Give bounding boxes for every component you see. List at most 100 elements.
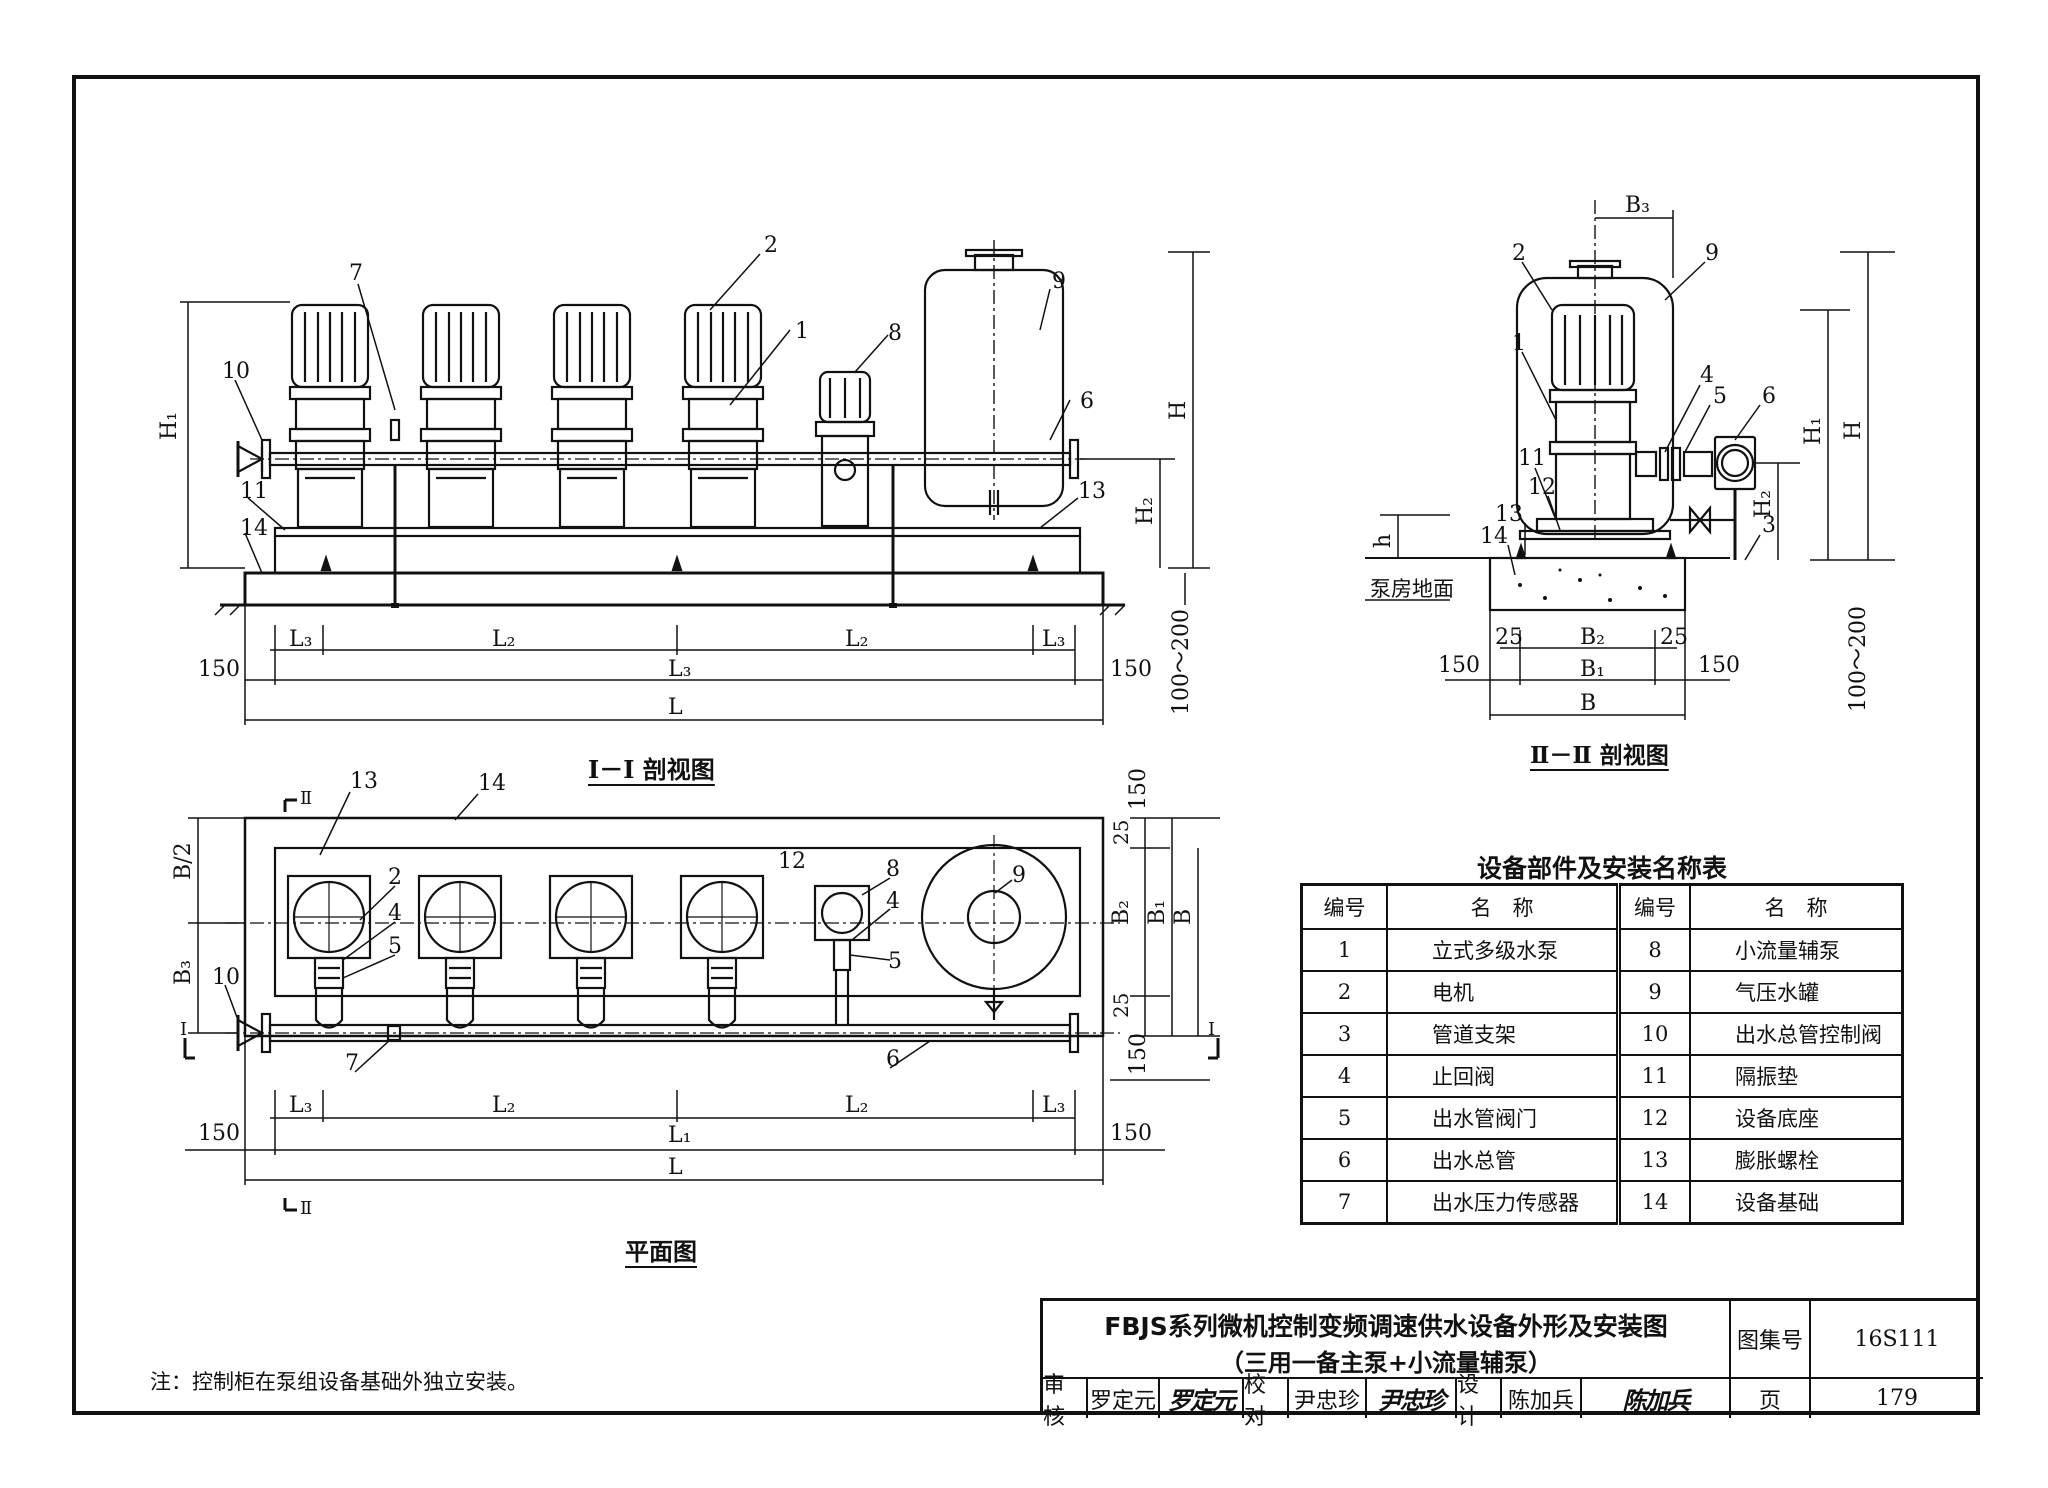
- plan-dim-l1: L₁: [668, 1123, 691, 1148]
- installation-note: 注：控制柜在泵组设备基础外独立安装。: [150, 1370, 528, 1394]
- cell-name: 出水总管: [1386, 1138, 1620, 1182]
- plan-dim-l: L: [668, 1155, 683, 1180]
- side-callout-13: 13: [1495, 502, 1523, 527]
- plan-section-mark-ii-top: Ⅱ: [300, 788, 312, 809]
- design-label: 设计: [1457, 1373, 1502, 1430]
- cell-no-2: 14: [1616, 1180, 1691, 1225]
- plan-view: [183, 791, 1220, 1212]
- side-callout-14: 14: [1480, 524, 1508, 549]
- side-callout-1: 1: [1512, 331, 1526, 356]
- front-dim-base: 100～200: [1169, 609, 1194, 715]
- cell-no-2: 8: [1616, 928, 1691, 972]
- front-pressure-tank: [923, 240, 1065, 520]
- check-label: 校对: [1244, 1373, 1289, 1430]
- front-dim-l3-right: L₃: [1042, 627, 1065, 652]
- plan-pressure-tank: [920, 835, 1068, 1020]
- plan-dim-25-top: 25: [1109, 820, 1133, 845]
- front-callout-6: 6: [1080, 389, 1094, 414]
- side-dim-b3: B₃: [1625, 193, 1650, 218]
- checker-signature: 尹忠珍: [1367, 1379, 1457, 1418]
- side-foundation: [1488, 556, 1687, 612]
- checker-name: 尹忠珍: [1289, 1379, 1367, 1418]
- plan-dim-b: B: [1171, 909, 1196, 925]
- side-dim-h1: H₁: [1801, 417, 1826, 445]
- plan-section-mark-i-left: Ⅰ: [180, 1019, 187, 1040]
- front-pump-2: [419, 303, 503, 529]
- reviewer-name: 罗定元: [1088, 1379, 1160, 1418]
- front-callout-13: 13: [1078, 479, 1106, 504]
- plan-callout-5: 5: [388, 934, 402, 959]
- cell-no-2: 10: [1616, 1012, 1691, 1056]
- side-callout-11: 11: [1518, 446, 1546, 471]
- plan-callout-10: 10: [212, 965, 240, 990]
- front-callout-11: 11: [240, 479, 268, 504]
- front-callout-8: 8: [888, 321, 902, 346]
- designer-signature: 陈加兵: [1582, 1379, 1731, 1418]
- side-callout-3: 3: [1762, 513, 1776, 538]
- plan-callout-14: 14: [478, 771, 506, 796]
- cell-name-2: 设备底座: [1689, 1096, 1904, 1140]
- side-dim-150-left: 150: [1438, 653, 1480, 678]
- front-dim-h2: H₂: [1133, 497, 1158, 525]
- parts-table-title: 设备部件及安装名称表: [1476, 854, 1727, 883]
- cell-no-2: 11: [1616, 1054, 1691, 1098]
- plan-callout-5b: 5: [888, 949, 902, 974]
- side-callout-9: 9: [1705, 241, 1719, 266]
- side-dim-b: B: [1580, 691, 1596, 716]
- cell-no-2: 9: [1616, 970, 1691, 1014]
- plan-dim-b2: B₂: [1109, 900, 1134, 925]
- side-view-caption: Ⅱ－Ⅱ 剖视图: [1530, 742, 1669, 769]
- reviewer-signature: 罗定元: [1160, 1379, 1244, 1418]
- plan-dim-l2-right: L₂: [845, 1093, 868, 1118]
- front-foundation: [243, 571, 1105, 607]
- cell-no: 1: [1300, 928, 1388, 972]
- plan-view-caption: 平面图: [625, 1237, 697, 1266]
- plan-dim-150-left: 150: [198, 1121, 240, 1146]
- cell-name: 出水管阀门: [1386, 1096, 1620, 1140]
- side-callout-2: 2: [1512, 241, 1526, 266]
- cell-name: 电机: [1386, 970, 1620, 1014]
- cell-no: 2: [1300, 970, 1388, 1014]
- plan-callout-2: 2: [388, 865, 402, 890]
- front-base-frame: [273, 526, 1082, 538]
- side-dim-25-left: 25: [1495, 625, 1523, 650]
- plan-dim-b-half: B/2: [171, 842, 196, 880]
- cell-name: 止回阀: [1386, 1054, 1620, 1098]
- page-label: 页: [1731, 1379, 1811, 1418]
- cell-name-2: 出水总管控制阀: [1689, 1012, 1904, 1056]
- plan-dim-l3-left: L₃: [289, 1093, 312, 1118]
- review-label: 审核: [1043, 1373, 1088, 1430]
- cell-no-2: 13: [1616, 1138, 1691, 1182]
- front-view: [180, 240, 1210, 725]
- front-callout-7: 7: [349, 261, 363, 286]
- plan-callout-13: 13: [350, 769, 378, 794]
- cell-no: 5: [1300, 1096, 1388, 1140]
- front-callout-2: 2: [764, 233, 778, 258]
- cell-name-2: 小流量辅泵: [1689, 928, 1904, 972]
- front-dim-150-right: 150: [1110, 657, 1152, 682]
- plan-dim-b3: B₃: [171, 960, 196, 985]
- plan-dim-150-top: 150: [1126, 768, 1151, 810]
- side-dim-h-small: h: [1371, 534, 1396, 548]
- side-dim-b2: B₂: [1580, 625, 1605, 650]
- side-dim-25-right: 25: [1660, 625, 1688, 650]
- plan-callout-12: 12: [778, 849, 806, 874]
- front-dim-l2-left: L₂: [492, 627, 515, 652]
- plan-callout-4b: 4: [886, 889, 900, 914]
- header-no: 编号: [1300, 883, 1388, 930]
- cell-name-2: 隔振垫: [1689, 1054, 1904, 1098]
- atlas-number: 16S111: [1811, 1301, 1983, 1379]
- cell-no: 3: [1300, 1012, 1388, 1056]
- parts-table-header: 编号 名 称 编号 名 称: [1300, 883, 1904, 930]
- front-pump-3: [550, 303, 634, 529]
- drawing-title-line1: FBJS系列微机控制变频调速供水设备外形及安装图: [1104, 1312, 1668, 1341]
- front-dim-l3-left: L₃: [289, 627, 312, 652]
- plan-callout-7: 7: [345, 1051, 359, 1076]
- drawing-title-line2: （三用一备主泵+小流量辅泵）: [1219, 1349, 1553, 1377]
- cell-name: 出水压力传感器: [1386, 1180, 1620, 1225]
